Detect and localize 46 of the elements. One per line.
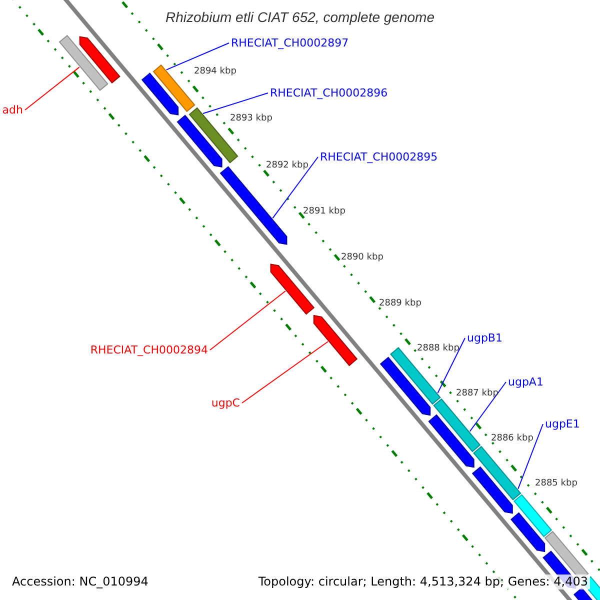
gene-feature bbox=[220, 166, 288, 245]
gene-label: ugpB1 bbox=[467, 332, 502, 344]
leader-line bbox=[272, 156, 318, 219]
info-text: Topology: circular; Length: 4,513,324 bp; Genes: 4,403 bbox=[256, 574, 590, 590]
gene-feature bbox=[433, 398, 481, 452]
gene-label: RHECIAT_CH0002897 bbox=[231, 36, 349, 50]
gene-label: RHECIAT_CH0002894 bbox=[90, 344, 208, 356]
leader-line bbox=[202, 92, 268, 114]
leader-line bbox=[24, 66, 80, 110]
gene-feature bbox=[428, 414, 474, 468]
gene-label: adh bbox=[2, 104, 23, 116]
gene-feature bbox=[141, 72, 179, 116]
leader-line bbox=[242, 341, 328, 404]
gene-feature bbox=[472, 466, 513, 514]
gene-label: ugpA1 bbox=[508, 376, 544, 388]
gene-feature bbox=[514, 494, 552, 538]
gene-feature bbox=[510, 512, 546, 552]
position-label: 2892 kbp bbox=[266, 160, 308, 172]
position-label: 2890 kbp bbox=[341, 252, 384, 264]
position-label: 2887 kbp bbox=[456, 388, 498, 400]
leader-line bbox=[437, 338, 466, 394]
leader-line bbox=[166, 42, 230, 70]
leader-line bbox=[469, 382, 506, 432]
position-label: 2891 kbp bbox=[303, 206, 346, 218]
gene-label: ugpC bbox=[211, 396, 240, 410]
gene-feature bbox=[313, 314, 358, 366]
gene-label: ugpE1 bbox=[545, 418, 580, 430]
position-label: 2885 kbp bbox=[535, 478, 578, 490]
info-text: Accession: NC_010994 bbox=[10, 574, 150, 590]
position-label: 2889 kbp bbox=[379, 298, 422, 310]
gene-feature bbox=[152, 64, 196, 112]
gene-feature bbox=[473, 446, 522, 500]
position-label: 2894 kbp bbox=[194, 66, 236, 78]
leader-line bbox=[210, 290, 286, 350]
gene-feature bbox=[79, 36, 120, 84]
position-label: 2886 kbp bbox=[491, 434, 534, 444]
gene-feature bbox=[58, 34, 108, 91]
gene-feature bbox=[380, 356, 431, 416]
leader-line bbox=[518, 424, 544, 490]
gene-feature bbox=[270, 264, 315, 315]
gene-label: RHECIAT_CH0002896 bbox=[270, 86, 388, 100]
title: Rhizobium etli CIAT 652, complete genome bbox=[166, 9, 434, 26]
position-label: 2888 kbp bbox=[417, 344, 460, 354]
gene-label: RHECIAT_CH0002895 bbox=[320, 150, 438, 164]
gene-feature bbox=[176, 114, 222, 168]
position-label: 2893 kbp bbox=[230, 114, 272, 124]
